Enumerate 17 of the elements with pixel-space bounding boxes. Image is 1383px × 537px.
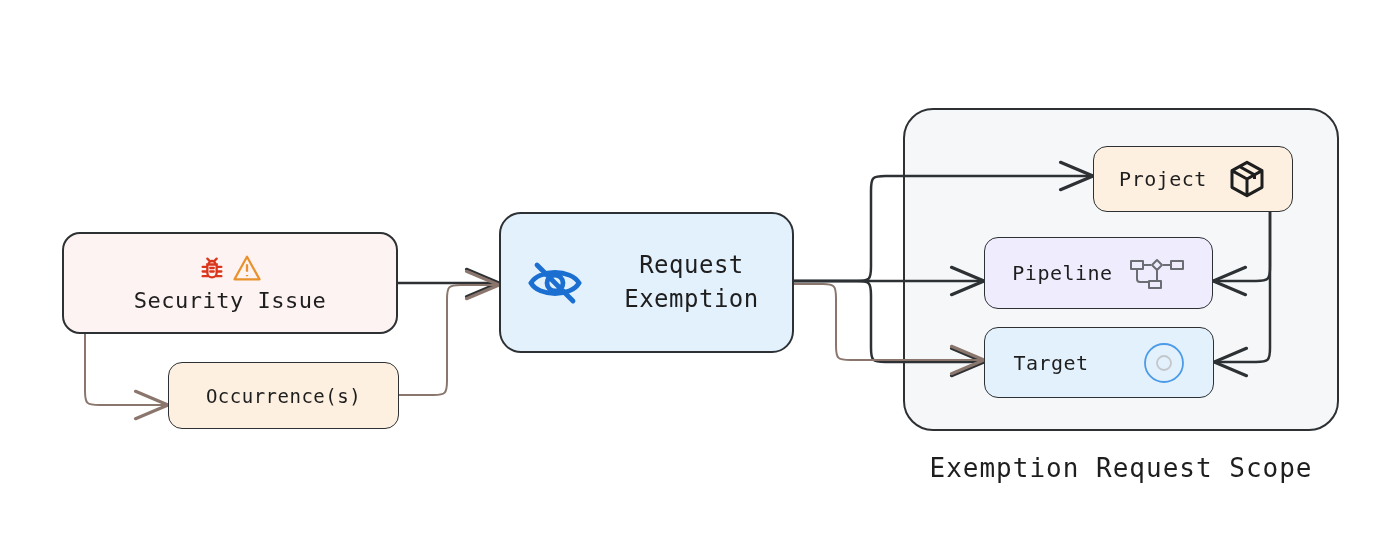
node-label: Request Exemption (623, 249, 760, 315)
arrow (398, 267, 501, 299)
node-label: Target (1013, 350, 1089, 375)
node-label: Occurrence(s) (205, 384, 362, 407)
process-box (1093, 146, 1293, 212)
arrow (1212, 212, 1272, 378)
node-label: Project (1119, 167, 1207, 191)
arrow (398, 269, 501, 396)
process-box (62, 232, 398, 334)
process-box (168, 362, 399, 429)
group-heading: Exemption Request Scope (928, 453, 1314, 483)
process-box (499, 212, 794, 353)
node-label: Pipeline (1012, 261, 1113, 285)
arrow (84, 333, 170, 421)
node-label: Security Issue (133, 287, 327, 313)
process-box (984, 327, 1214, 398)
process-box (984, 237, 1213, 309)
